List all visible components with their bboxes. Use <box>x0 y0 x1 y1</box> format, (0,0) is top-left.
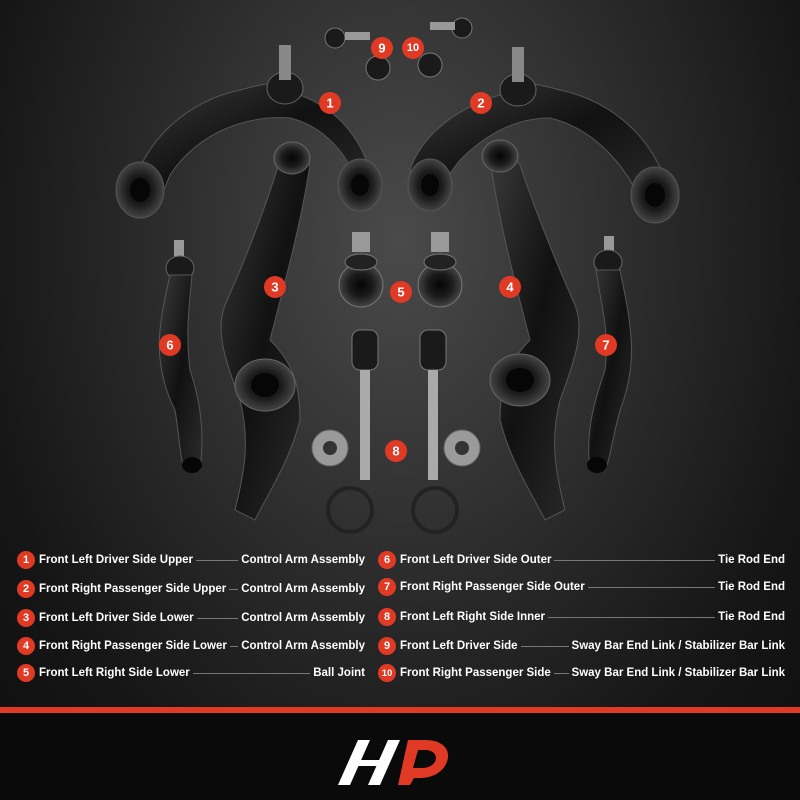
leader-line <box>548 616 716 618</box>
legend-part-type: Sway Bar End Link / Stabilizer Bar Link <box>571 667 785 679</box>
svg-text:6: 6 <box>166 338 173 353</box>
leader-line <box>229 588 239 590</box>
sway-bar-links <box>324 17 473 81</box>
upper-control-arm-left <box>115 45 383 219</box>
legend-number: 8 <box>378 608 396 626</box>
svg-text:9: 9 <box>378 41 385 56</box>
legend-number: 3 <box>17 609 35 627</box>
svg-text:2: 2 <box>477 96 484 111</box>
legend-part-type: Tie Rod End <box>718 611 785 623</box>
callout-1: 1 <box>319 92 341 114</box>
svg-text:3: 3 <box>271 280 278 295</box>
parts-legend: 1 Front Left Driver Side Upper Control A… <box>0 545 800 695</box>
brand-footer <box>0 713 800 800</box>
brand-logo <box>338 740 449 785</box>
svg-text:1: 1 <box>326 96 333 111</box>
legend-number: 1 <box>17 551 35 569</box>
leader-line <box>192 672 311 674</box>
legend-part-type: Sway Bar End Link / Stabilizer Bar Link <box>571 640 785 652</box>
legend-part-type: Control Arm Assembly <box>241 612 365 624</box>
legend-number: 2 <box>17 580 35 598</box>
legend-position: Front Left Driver Side Outer <box>400 554 552 566</box>
legend-position: Front Right Passenger Side <box>400 667 551 679</box>
legend-position: Front Left Right Side Inner <box>400 611 546 623</box>
callout-5: 5 <box>390 281 412 303</box>
svg-text:4: 4 <box>506 280 514 295</box>
legend-number: 4 <box>17 637 35 655</box>
legend-number: 5 <box>17 664 35 682</box>
legend-item-1: 1 Front Left Driver Side Upper Control A… <box>17 549 365 571</box>
legend-part-type: Ball Joint <box>313 667 365 679</box>
legend-item-7: 7 Front Right Passenger Side Outer Tie R… <box>378 576 785 598</box>
legend-position: Front Left Right Side Lower <box>39 667 190 679</box>
callout-4: 4 <box>499 276 521 298</box>
legend-position: Front Right Passenger Side Outer <box>400 581 585 593</box>
svg-text:7: 7 <box>602 338 609 353</box>
leader-line <box>229 645 239 647</box>
svg-text:8: 8 <box>392 444 399 459</box>
svg-text:10: 10 <box>407 42 419 54</box>
legend-part-type: Tie Rod End <box>718 581 785 593</box>
legend-item-5: 5 Front Left Right Side Lower Ball Joint <box>17 662 365 684</box>
legend-position: Front Right Passenger Side Upper <box>39 583 227 595</box>
leader-line <box>587 586 716 588</box>
callout-3: 3 <box>264 276 286 298</box>
legend-number: 6 <box>378 551 396 569</box>
legend-item-10: 10 Front Right Passenger Side Sway Bar E… <box>378 662 785 684</box>
tie-rod-end-left <box>158 240 203 473</box>
legend-part-type: Tie Rod End <box>718 554 785 566</box>
callout-2: 2 <box>470 92 492 114</box>
legend-position: Front Left Driver Side Lower <box>39 612 194 624</box>
callout-6: 6 <box>159 334 181 356</box>
callout-badges: 1 2 3 4 5 6 7 8 9 10 <box>159 37 617 462</box>
legend-part-type: Control Arm Assembly <box>241 583 365 595</box>
inner-tie-rods <box>311 329 481 534</box>
legend-position: Front Left Driver Side Upper <box>39 554 193 566</box>
legend-position: Front Left Driver Side <box>400 640 518 652</box>
upper-control-arm-right <box>407 47 680 224</box>
legend-item-2: 2 Front Right Passenger Side Upper Contr… <box>17 578 365 600</box>
legend-number: 7 <box>378 578 396 596</box>
accent-divider <box>0 707 800 713</box>
leader-line <box>553 672 569 674</box>
lower-control-arm-right <box>481 139 580 521</box>
callout-8: 8 <box>385 440 407 462</box>
tie-rod-end-right <box>587 236 632 473</box>
leader-line <box>196 617 239 619</box>
legend-item-6: 6 Front Left Driver Side Outer Tie Rod E… <box>378 549 785 571</box>
leader-line <box>196 559 239 561</box>
leader-line <box>520 645 569 647</box>
legend-number: 9 <box>378 637 396 655</box>
callout-9: 9 <box>371 37 393 59</box>
legend-item-9: 9 Front Left Driver Side Sway Bar End Li… <box>378 635 785 657</box>
legend-position: Front Right Passenger Side Lower <box>39 640 227 652</box>
suspension-parts-illustration: 1 2 3 4 5 6 7 8 9 10 <box>115 17 680 534</box>
legend-part-type: Control Arm Assembly <box>241 640 365 652</box>
callout-10: 10 <box>402 37 424 59</box>
svg-text:5: 5 <box>397 285 404 300</box>
ball-joints <box>338 232 463 308</box>
legend-number: 10 <box>378 664 396 682</box>
legend-item-8: 8 Front Left Right Side Inner Tie Rod En… <box>378 606 785 628</box>
leader-line <box>554 559 716 561</box>
lower-control-arm-left <box>220 141 311 521</box>
callout-7: 7 <box>595 334 617 356</box>
legend-part-type: Control Arm Assembly <box>241 554 365 566</box>
legend-item-4: 4 Front Right Passenger Side Lower Contr… <box>17 635 365 657</box>
legend-item-3: 3 Front Left Driver Side Lower Control A… <box>17 607 365 629</box>
